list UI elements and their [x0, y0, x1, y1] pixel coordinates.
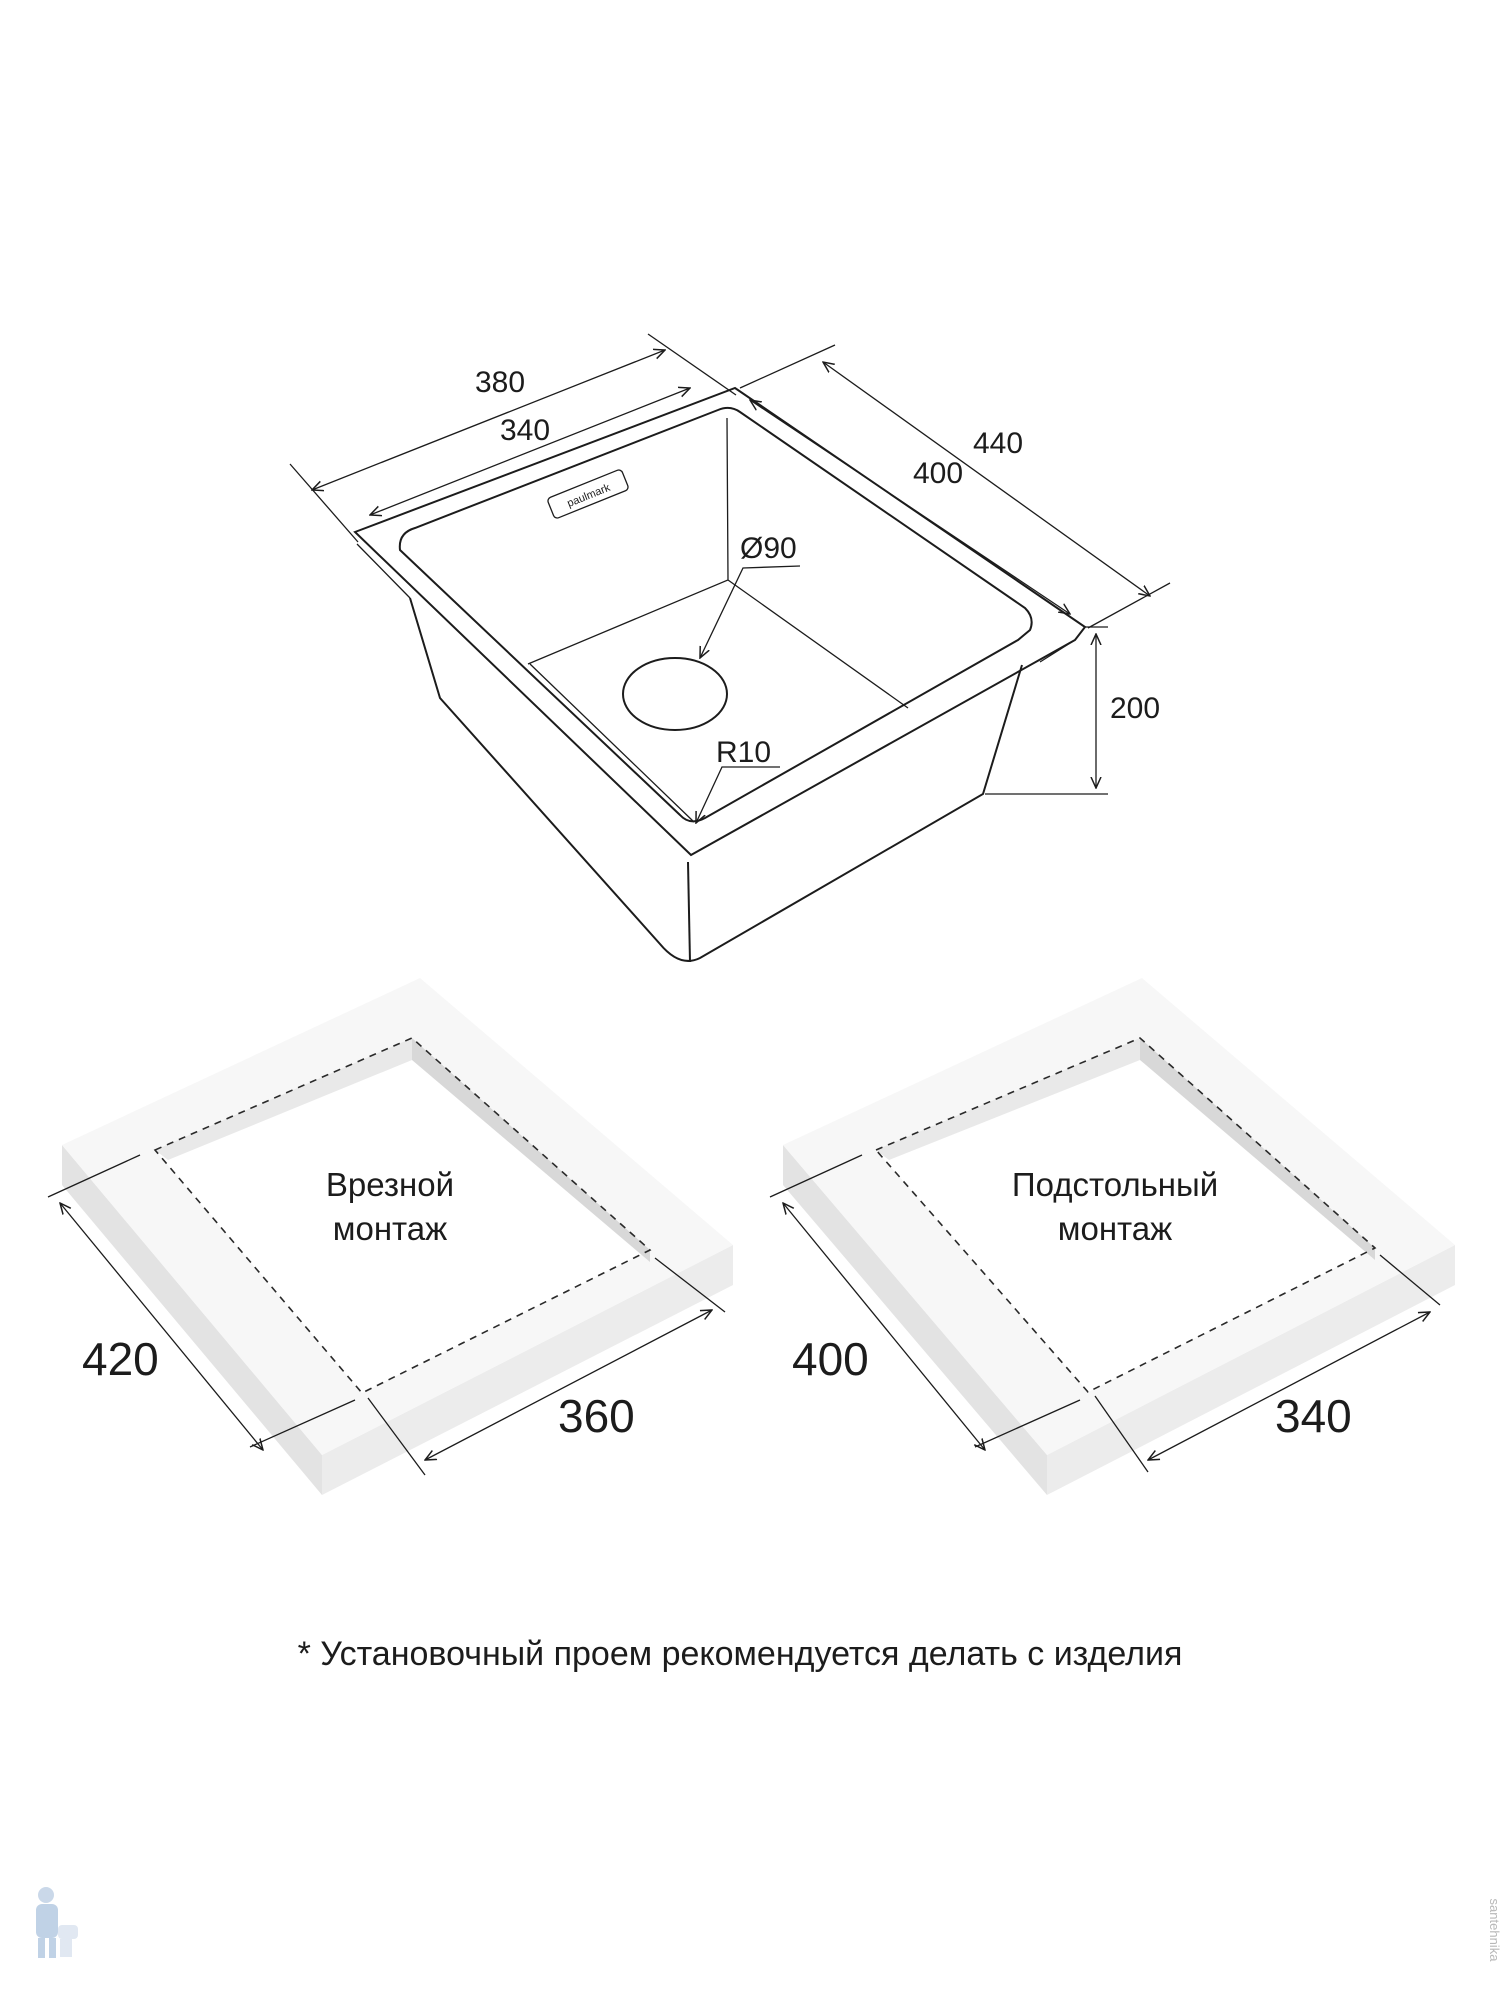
sink-body: [409, 597, 1023, 962]
plumber-mascot-icon: [36, 1887, 78, 1958]
inset-cutout-wall-2: [155, 1038, 412, 1160]
inset-cutout-wall: [412, 1038, 650, 1262]
dim-outer-depth: 440: [973, 427, 1023, 460]
under-label-line2: монтаж: [1058, 1210, 1172, 1247]
under-dim-depth: 400: [792, 1333, 869, 1385]
under-cutout-wall: [1140, 1038, 1375, 1260]
inset-cutout: [155, 1038, 650, 1393]
watermark-text: santehnika: [1487, 1899, 1500, 1963]
under-cutout: [876, 1038, 1375, 1392]
undermount-diagram: Подстольный монтаж 400 340: [769, 978, 1455, 1495]
dim-corner-radius: R10: [716, 736, 771, 769]
inset-label-line2: монтаж: [333, 1210, 447, 1247]
inset-cutout-dashed-outline: [153, 1037, 652, 1394]
sink-rim-edge: [356, 543, 1076, 663]
inset-label-line1: Врезной: [326, 1166, 454, 1203]
inset-dim-depth: 420: [82, 1333, 159, 1385]
dim-outer-width: 380: [475, 366, 525, 399]
dim-height: 200: [1110, 692, 1160, 725]
inset-mount-diagram: Врезной монтаж 420 360: [47, 978, 733, 1495]
under-cutout-dashed-outline: [874, 1037, 1377, 1393]
under-dim-width: 340: [1275, 1390, 1352, 1442]
inset-dim-width: 360: [558, 1390, 635, 1442]
under-label-line1: Подстольный: [1012, 1166, 1218, 1203]
footnote: * Установочный проем рекомендуется делат…: [298, 1635, 1183, 1673]
dim-inner-depth: 400: [913, 457, 963, 490]
dim-drain-diameter: Ø90: [740, 532, 797, 565]
drain-hole: [622, 657, 728, 731]
sink-body-front-edge: [687, 861, 691, 963]
under-cutout-wall-2: [876, 1038, 1140, 1160]
sink-drawing: paulmark 380 340 440 400 200 Ø90 R10: [289, 333, 1171, 963]
dim-inner-width: 340: [500, 414, 550, 447]
